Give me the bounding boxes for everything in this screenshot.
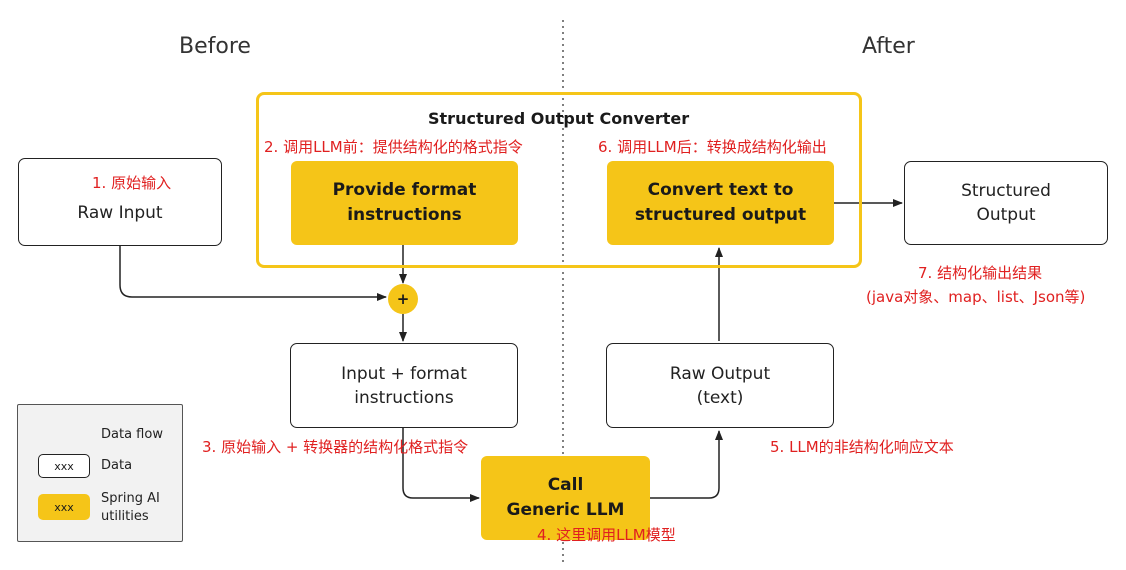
- legend-spring-label2: utilities: [101, 509, 149, 524]
- note-before-llm: 2. 调用LLM前：提供结构化的格式指令: [264, 138, 523, 156]
- input-format-line2: instructions: [354, 387, 454, 408]
- provide-format-line2: instructions: [347, 205, 462, 225]
- legend-spring-swatch: xxx: [38, 494, 90, 520]
- plus-merge-node: +: [388, 284, 418, 314]
- structured-output-box: Structured Output: [904, 161, 1108, 245]
- raw-output-note: 5. LLM的非结构化响应文本: [770, 438, 954, 456]
- arrow-raw-input-to-plus: [119, 245, 387, 301]
- convert-text-box: Convert text to structured output: [607, 161, 834, 245]
- call-llm-line1: Call: [547, 475, 584, 495]
- structured-output-converter: [256, 92, 862, 268]
- legend-data-flow-label: Data flow: [101, 427, 163, 442]
- raw-input-label: Raw Input: [77, 203, 163, 223]
- legend-spring-label1: Spring AI: [101, 491, 160, 506]
- raw-output-line2: (text): [696, 387, 744, 408]
- convert-text-line2: structured output: [634, 205, 807, 225]
- provide-format-line1: Provide format: [332, 180, 477, 200]
- call-llm-note: 4. 这里调用LLM模型: [537, 526, 676, 544]
- raw-output-box: Raw Output (text): [606, 343, 834, 428]
- structured-output-line1: Structured: [961, 181, 1051, 201]
- call-llm-line2: Generic LLM: [506, 500, 625, 520]
- converter-title: Structured Output Converter: [428, 109, 690, 128]
- arrow-input-format-to-llm: [402, 428, 480, 502]
- legend-data-swatch: xxx: [38, 454, 90, 478]
- arrow-llm-to-raw-output: [650, 430, 723, 499]
- raw-input-box: Raw Input: [18, 158, 222, 246]
- input-format-line1: Input + format: [341, 363, 467, 384]
- note-after-llm: 6. 调用LLM后：转换成结构化输出: [598, 138, 827, 156]
- raw-input-note: 1. 原始输入: [92, 174, 172, 192]
- input-format-note: 3. 原始输入 + 转换器的结构化格式指令: [202, 438, 469, 456]
- legend-data-label: Data: [101, 458, 133, 473]
- call-llm-box: Call Generic LLM: [481, 456, 650, 540]
- structured-output-note2: (java对象、map、list、Json等): [866, 288, 1086, 306]
- raw-output-line1: Raw Output: [669, 363, 771, 384]
- provide-format-box: Provide format instructions: [291, 161, 518, 245]
- input-format-box: Input + format instructions: [290, 343, 518, 428]
- structured-output-line2: Output: [976, 205, 1036, 225]
- before-title: Before: [179, 34, 251, 59]
- convert-text-line1: Convert text to: [647, 180, 794, 200]
- structured-output-note1: 7. 结构化输出结果: [918, 264, 1043, 282]
- after-title: After: [862, 34, 915, 59]
